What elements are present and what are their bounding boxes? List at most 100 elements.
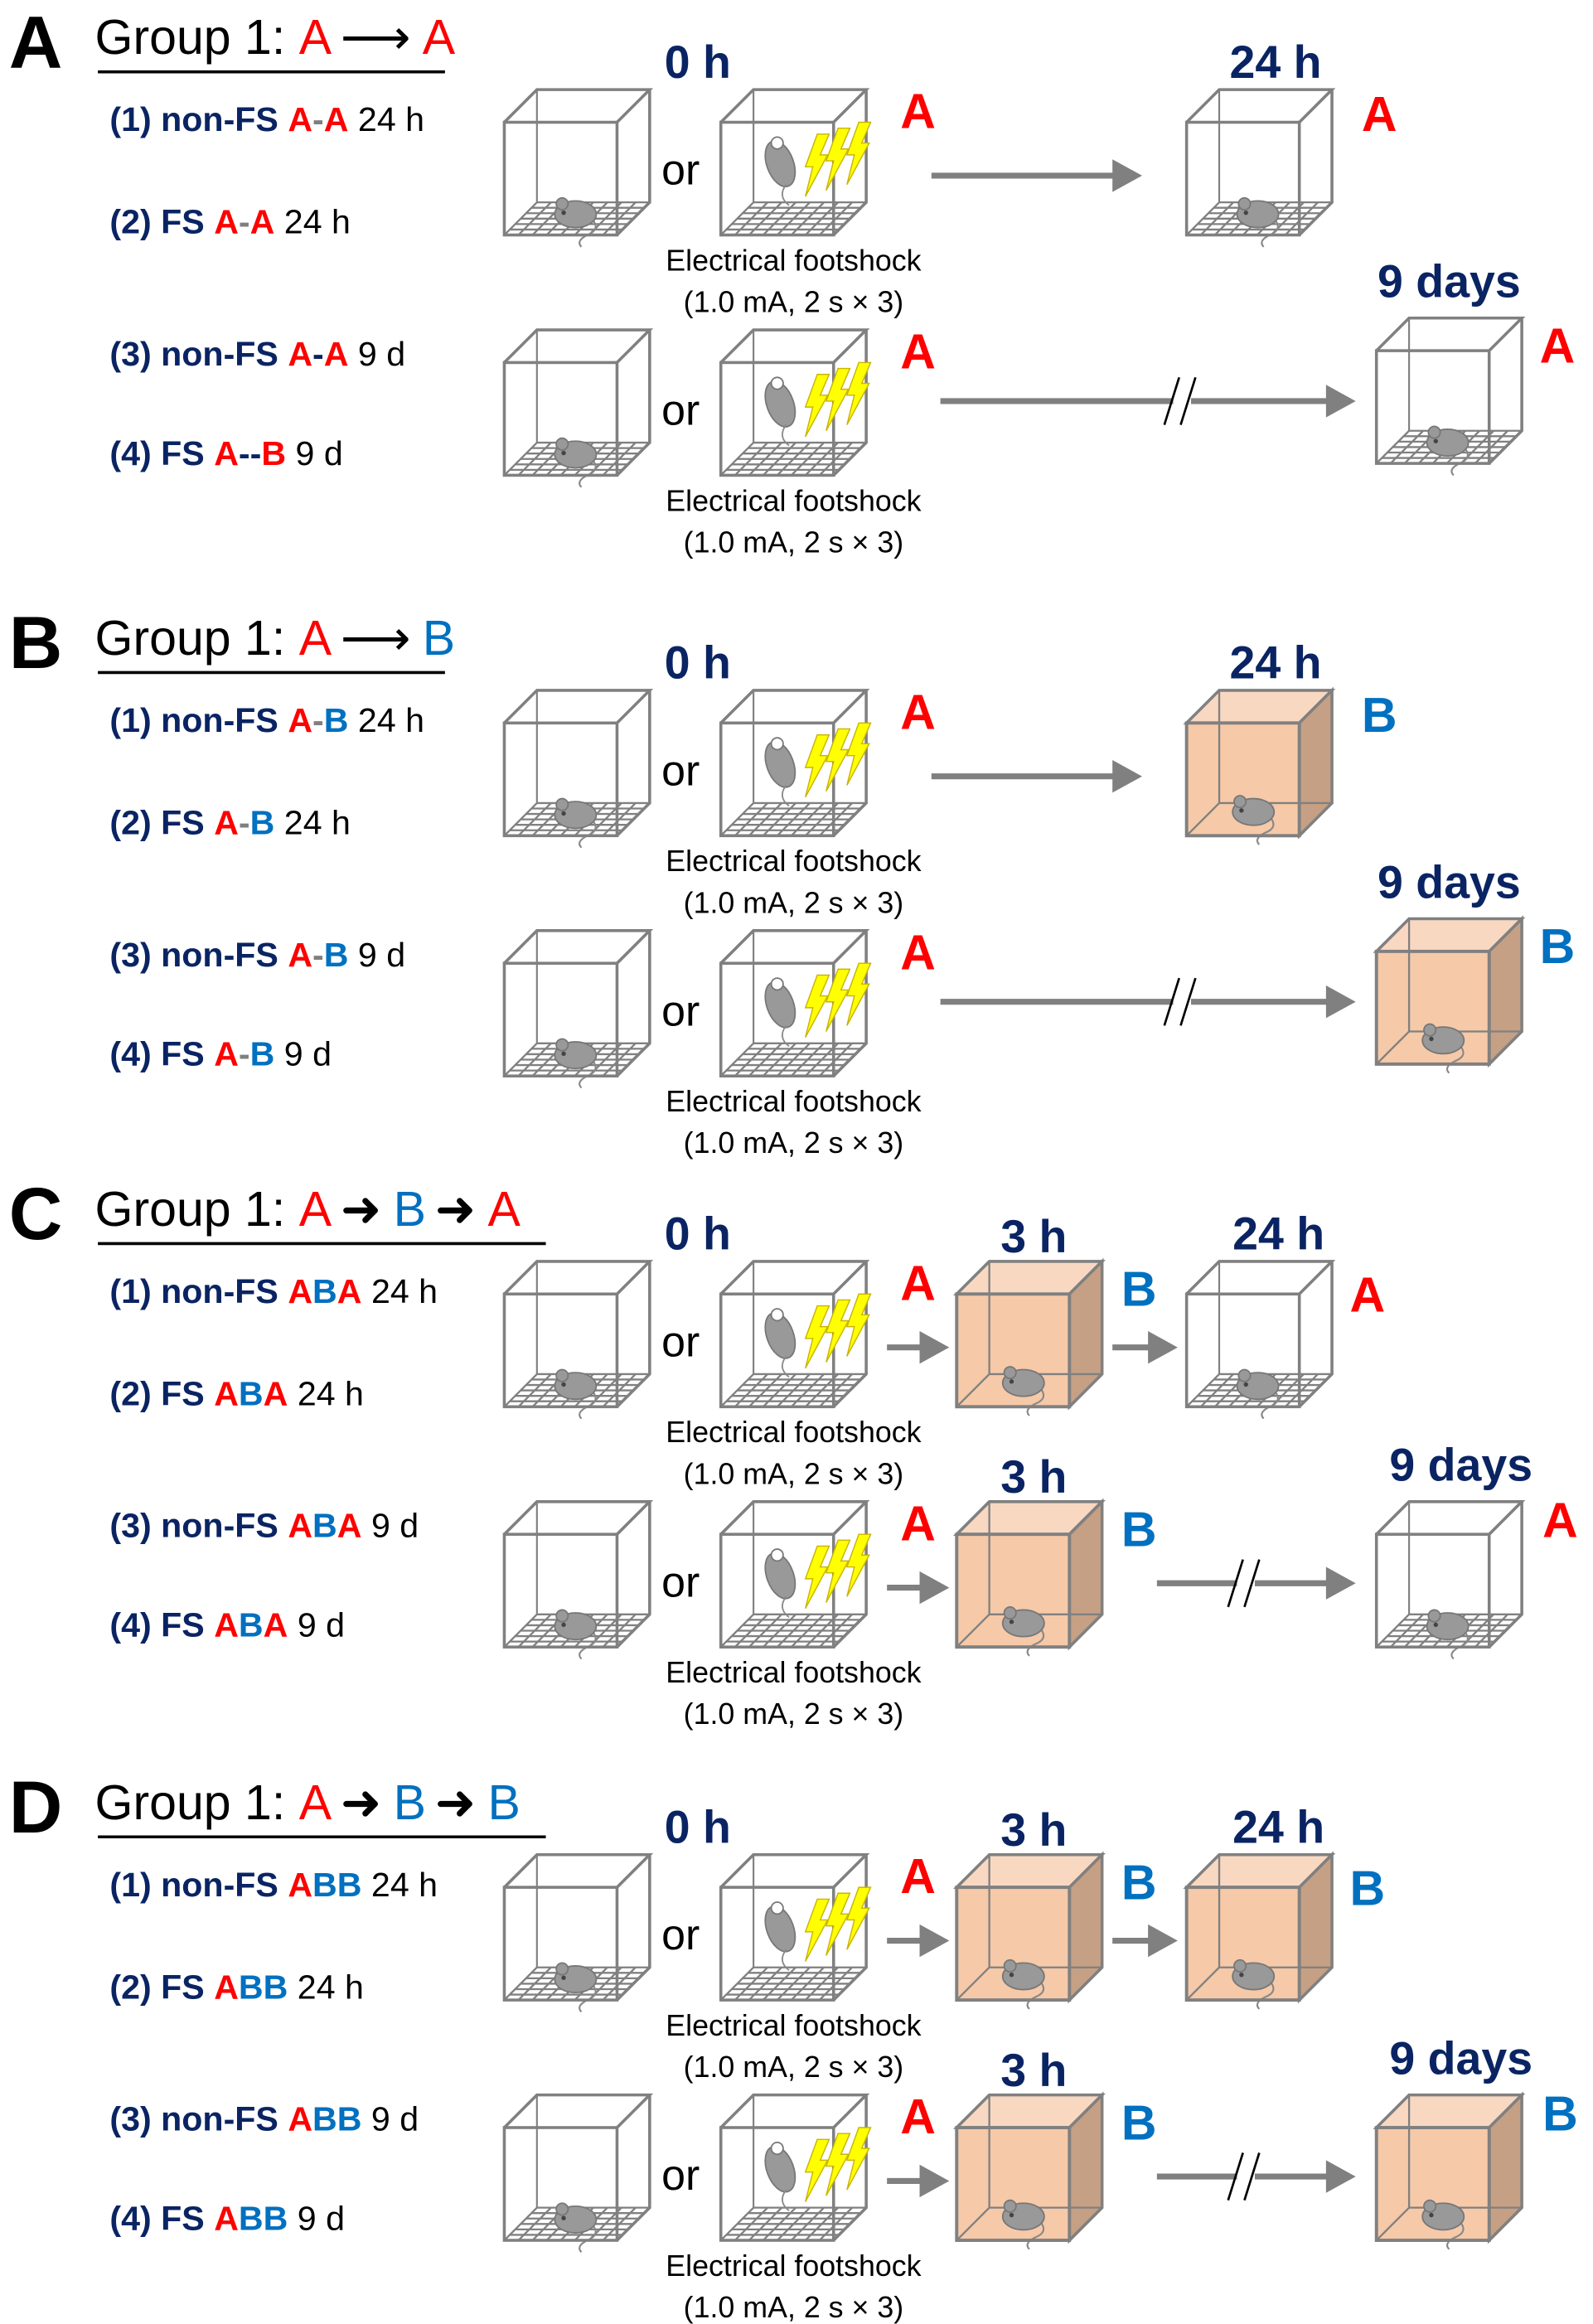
- footshock-caption: Electrical footshock: [666, 1656, 921, 1689]
- start-time-label: 0 h: [665, 1801, 731, 1852]
- condition-part: (1) non-FS: [109, 1866, 288, 1904]
- condition-part: 9 d: [288, 2199, 345, 2237]
- footshock-caption: Electrical footshock: [666, 845, 921, 878]
- cage-edges: [503, 929, 654, 1077]
- shock-context-label: A: [900, 325, 936, 380]
- footshock-caption: Electrical footshock: [666, 2009, 921, 2042]
- condition-label: (4) FS A-B 9 d: [109, 1035, 332, 1073]
- arrow: [887, 2164, 950, 2198]
- lightning-bolt-icon: [804, 1898, 830, 1962]
- final-cage: [1184, 1260, 1336, 1420]
- mouse-icon: [554, 1609, 598, 1660]
- condition-part: 24 h: [362, 1272, 438, 1310]
- panel-label: C: [9, 1172, 63, 1255]
- right-arrow-icon: ➜: [341, 1182, 381, 1237]
- lightning-bolt-icon: [804, 734, 830, 798]
- mouse-tail: [782, 424, 790, 447]
- cage-edges: [503, 88, 654, 236]
- condition-label: (3) non-FS ABB 9 d: [109, 2100, 419, 2138]
- footshock-parameters: (1.0 mA, 2 s × 3): [684, 2291, 903, 2324]
- box-inner-edges: [956, 1261, 1102, 1408]
- condition-part: -: [239, 1035, 250, 1073]
- mouse-icon: [554, 437, 598, 488]
- condition-part: A: [214, 203, 239, 241]
- footshock-cage: [719, 328, 872, 477]
- final-cage: [1373, 2091, 1526, 2250]
- mouse-ear: [1237, 196, 1252, 211]
- condition-part: -: [312, 936, 324, 974]
- footshock-parameters: (1.0 mA, 2 s × 3): [684, 525, 903, 559]
- mid-context-label: B: [1121, 1502, 1157, 1557]
- mouse-tail: [1026, 2219, 1045, 2250]
- group-prefix: Group 1:: [95, 1775, 299, 1830]
- condition-part: 9 d: [349, 936, 406, 974]
- arrow-head: [1148, 1331, 1178, 1364]
- box-front-edge: [1184, 721, 1301, 838]
- cage-front: [1184, 1292, 1301, 1409]
- group-title: Group 1: A⟶A: [95, 10, 456, 65]
- final-time-label: 24 h: [1230, 36, 1322, 88]
- condition-part: BB: [312, 2100, 361, 2138]
- mouse-eye: [1009, 2212, 1014, 2218]
- final-context-label: B: [1362, 688, 1397, 743]
- or-label: or: [661, 146, 700, 194]
- right-arrow-icon: ➜: [341, 1775, 381, 1830]
- footshock-caption: Electrical footshock: [666, 1085, 921, 1118]
- mouse-tail: [782, 1949, 790, 1972]
- box-inner-edges: [1185, 1854, 1333, 2001]
- arrow: [931, 159, 1142, 192]
- condition-part: 24 h: [288, 1968, 364, 2006]
- shock-context-label: A: [900, 1256, 936, 1310]
- mouse-icon: [554, 1962, 598, 2013]
- footshock-parameters: (1.0 mA, 2 s × 3): [684, 1126, 903, 1160]
- footshock-cage: [719, 1260, 872, 1409]
- condition-part: (1) non-FS: [109, 1272, 288, 1310]
- arrow-head: [919, 2164, 950, 2198]
- box-inner-edges: [956, 1854, 1102, 2001]
- condition-label: (3) non-FS A-A 9 d: [109, 335, 405, 373]
- final-cage: [1183, 1851, 1336, 2010]
- cage-front: [719, 2126, 835, 2242]
- footshock-caption: Electrical footshock: [666, 2249, 921, 2283]
- footshock-caption: Electrical footshock: [666, 244, 921, 277]
- mouse-ear: [1003, 1605, 1017, 1620]
- mouse-tail: [1445, 1043, 1465, 1074]
- mouse-ear: [1427, 1609, 1441, 1623]
- condition-part: B: [239, 1374, 264, 1412]
- condition-part: BB: [312, 1866, 361, 1904]
- final-time-label: 24 h: [1230, 637, 1322, 689]
- box-front-edge: [1374, 2126, 1491, 2242]
- lightning-bolt-icon: [825, 1299, 851, 1363]
- condition-part: 24 h: [274, 203, 351, 241]
- mouse-ear: [1003, 1366, 1017, 1380]
- start-time-label: 0 h: [665, 637, 731, 689]
- shock-context-label: A: [900, 925, 936, 980]
- mouse-icon: [1001, 1958, 1045, 2010]
- condition-label: (1) non-FS A-B 24 h: [109, 701, 424, 739]
- grid-floor: [719, 1373, 867, 1408]
- arrow: [1112, 1924, 1178, 1958]
- condition-part: 9 d: [349, 335, 406, 373]
- control-cage: [502, 1500, 654, 1660]
- rearing-mouse-icon: [764, 737, 796, 807]
- group-context: A: [423, 10, 456, 65]
- rearing-mouse-icon: [764, 376, 796, 447]
- mouse-tail: [1026, 1385, 1045, 1416]
- mouse-eye: [1009, 1973, 1014, 1978]
- condition-part: 9 d: [362, 2100, 419, 2138]
- condition-part: -: [239, 804, 250, 842]
- mouse-eye: [770, 737, 784, 751]
- final-time-label: 9 days: [1378, 856, 1521, 908]
- lightning-bolt-icon: [845, 121, 872, 186]
- condition-part: 24 h: [274, 804, 351, 842]
- cage-front: [502, 961, 619, 1077]
- mouse-eye: [1239, 1973, 1244, 1978]
- lightning-bolt-icon: [825, 968, 851, 1032]
- mouse-tail: [782, 184, 790, 206]
- group-context: A: [299, 10, 332, 65]
- rearing-mouse-icon: [764, 1308, 796, 1378]
- grid-floor: [719, 2206, 867, 2242]
- cage-front: [719, 961, 835, 1077]
- mouse-eye: [561, 1051, 566, 1057]
- arrow-head: [919, 1924, 950, 1958]
